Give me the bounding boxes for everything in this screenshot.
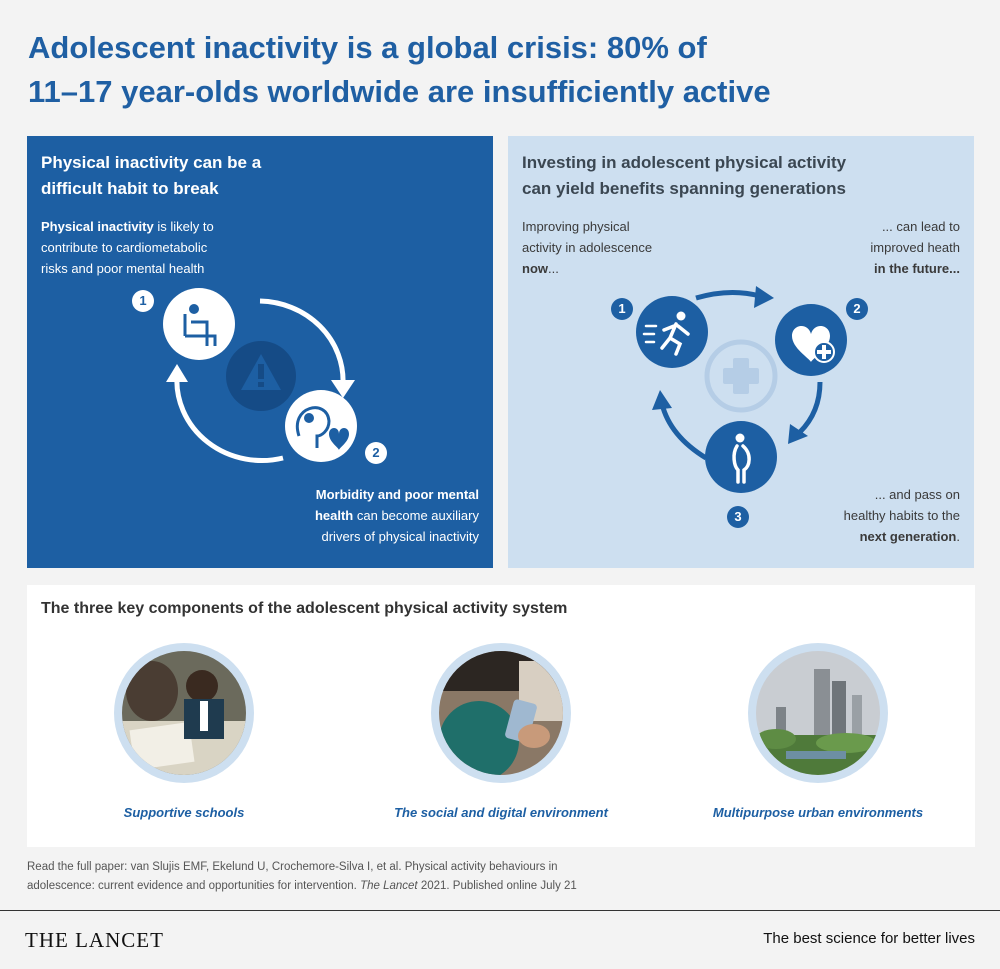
components-section: The three key components of the adolesce… — [27, 585, 975, 847]
investing-step-1-badge: 1 — [611, 298, 633, 320]
mind-heart-icon — [285, 390, 357, 462]
component-schools-label: Supportive schools — [123, 805, 245, 820]
cycle-arrow-bottom — [174, 375, 284, 464]
investing-step-3-badge: 3 — [727, 506, 749, 528]
urban-photo — [756, 651, 880, 775]
cycle-arrow-1-2 — [695, 289, 761, 301]
investing-panel: Investing in adolescent physical activit… — [508, 136, 974, 568]
digital-photo — [439, 651, 563, 775]
inactivity-heading-line-2: difficult habit to break — [41, 179, 219, 198]
intro-rest: is likely to — [153, 219, 214, 234]
cycle-arrowhead-1-2 — [754, 286, 774, 308]
urban-photo-frame — [748, 643, 888, 783]
outro-line-3: drivers of physical inactivity — [321, 529, 480, 544]
next-generation-text: ... and pass on healthy habits to the ne… — [844, 484, 960, 547]
next-line-1: ... and pass on — [874, 487, 960, 502]
digital-photo-frame — [431, 643, 571, 783]
next-suffix: . — [956, 529, 960, 544]
intro-line-2: contribute to cardiometabolic — [41, 240, 208, 255]
inactivity-step-1-badge: 1 — [132, 290, 154, 312]
page-title: Adolescent inactivity is a global crisis… — [28, 26, 928, 114]
schools-illustration — [122, 651, 246, 775]
title-line-1: Adolescent inactivity is a global crisis… — [28, 30, 707, 65]
future-line-1: ... can lead to — [881, 219, 960, 234]
outro-bold-2: health — [314, 508, 354, 523]
footnote-line-2b: 2021. Published online July 21 — [417, 880, 577, 892]
warning-icon — [226, 341, 296, 411]
component-urban-label: Multipurpose urban environments — [712, 805, 924, 820]
now-bold: now — [522, 261, 548, 276]
heart-plus-icon — [775, 304, 847, 376]
digital-illustration — [439, 651, 563, 775]
investing-heading: Investing in adolescent physical activit… — [522, 150, 846, 202]
footer-tagline: The best science for better lives — [763, 930, 975, 947]
cycle-arrow-3-1 — [659, 403, 708, 461]
cycle-arrowhead-top — [331, 380, 355, 398]
component-urban: Multipurpose urban environments — [688, 643, 948, 820]
future-line-2: improved heath — [870, 240, 960, 255]
cycle-arrowhead-bottom — [166, 364, 188, 382]
chair-icon — [163, 288, 235, 360]
future-text: ... can lead to improved heath in the fu… — [870, 216, 960, 279]
inactivity-intro: Physical inactivity is likely to contrib… — [41, 216, 214, 279]
now-text: Improving physical activity in adolescen… — [522, 216, 652, 279]
pregnant-icon — [705, 421, 777, 493]
urban-illustration — [756, 651, 880, 775]
cycle-arrowhead-2-3 — [788, 424, 808, 444]
footer-divider — [0, 910, 1000, 911]
outro-rest: can become auxiliary — [353, 508, 479, 523]
inactivity-heading: Physical inactivity can be a difficult h… — [41, 150, 261, 202]
cycle-arrow-2-3 — [798, 381, 823, 434]
footnote-line-1: Read the full paper: van Slujis EMF, Eke… — [27, 861, 558, 873]
inactivity-outro: Morbidity and poor mental health can bec… — [315, 484, 479, 547]
inactivity-heading-line-1: Physical inactivity can be a — [41, 153, 262, 172]
now-line-2: activity in adolescence — [522, 240, 653, 255]
running-icon — [636, 296, 708, 368]
cycle-arrowhead-3-1 — [652, 390, 672, 410]
generations-cycle-diagram — [636, 286, 847, 493]
outro-bold-1: Morbidity and poor mental — [315, 487, 479, 502]
inactivity-panel: Physical inactivity can be a difficult h… — [27, 136, 493, 568]
components-heading: The three key components of the adolesce… — [41, 600, 568, 617]
cycle-arrow-top — [259, 298, 346, 385]
citation-footnote: Read the full paper: van Slujis EMF, Eke… — [27, 858, 627, 896]
intro-line-3: risks and poor mental health — [41, 261, 205, 276]
next-line-2: healthy habits to the — [843, 508, 960, 523]
investing-heading-line-1: Investing in adolescent physical activit… — [522, 153, 847, 172]
inactivity-step-2-badge: 2 — [365, 442, 387, 464]
schools-photo-frame — [114, 643, 254, 783]
next-bold: next generation — [859, 529, 957, 544]
component-social-digital: The social and digital environment — [371, 643, 631, 820]
investing-step-2-badge: 2 — [846, 298, 868, 320]
now-line-1: Improving physical — [522, 219, 630, 234]
investing-heading-line-2: can yield benefits spanning generations — [522, 179, 847, 198]
component-schools: Supportive schools — [54, 643, 314, 820]
schools-photo — [122, 651, 246, 775]
footnote-line-2a: adolescence: current evidence and opport… — [27, 880, 361, 892]
health-cross-icon — [704, 339, 778, 413]
footnote-journal: The Lancet — [360, 880, 418, 892]
component-social-digital-label: The social and digital environment — [394, 805, 608, 820]
lancet-logo: THE LANCET — [25, 928, 164, 952]
intro-bold: Physical inactivity — [41, 219, 154, 234]
future-bold: in the future... — [874, 261, 960, 276]
inactivity-cycle-diagram — [163, 288, 357, 464]
now-suffix: ... — [548, 261, 559, 276]
title-line-2: 11–17 year-olds worldwide are insufficie… — [28, 74, 771, 109]
